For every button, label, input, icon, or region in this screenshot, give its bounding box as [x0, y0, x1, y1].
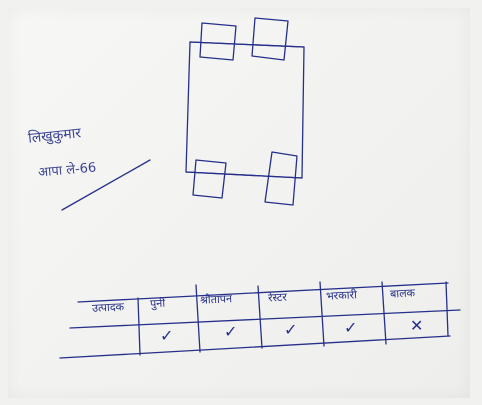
- table-col-sep-4: [319, 281, 325, 347]
- wheel-top-left: [199, 22, 237, 61]
- table-col-sep-2: [195, 284, 201, 353]
- table-col-sep-5: [381, 281, 387, 345]
- table-header-2: पुनी: [149, 296, 166, 311]
- table-top-line: [77, 282, 449, 303]
- table-mark-5: ✓: [344, 318, 358, 337]
- top-axle: [189, 41, 305, 48]
- table-header-1: उत्पादक: [91, 300, 125, 315]
- table-col-sep-3: [257, 285, 263, 349]
- table-mid-line: [69, 309, 461, 329]
- vehicle-body: [185, 41, 305, 179]
- table-mark-3: ✓: [224, 322, 238, 341]
- table-col-sep-6: [445, 281, 449, 337]
- table-mark-6: ✕: [410, 316, 424, 335]
- table-mark-4: ✓: [284, 320, 298, 339]
- table-header-3: श्रोतापन: [199, 292, 233, 307]
- table-header-6: बालक: [389, 286, 416, 301]
- bottom-axle: [185, 171, 303, 179]
- wheel-bottom-right: [264, 151, 298, 206]
- wheel-bottom-left: [192, 159, 227, 199]
- table-header-5: भरकारी: [325, 288, 358, 303]
- table-mark-2: ✓: [160, 326, 174, 345]
- table-header-4: रेस्टर: [267, 290, 288, 305]
- table-col-sep-1: [137, 297, 141, 356]
- table-bottom-line: [59, 335, 451, 359]
- paper-sheet: [8, 8, 470, 398]
- note-underline: [61, 159, 151, 211]
- wheel-top-right: [251, 17, 289, 61]
